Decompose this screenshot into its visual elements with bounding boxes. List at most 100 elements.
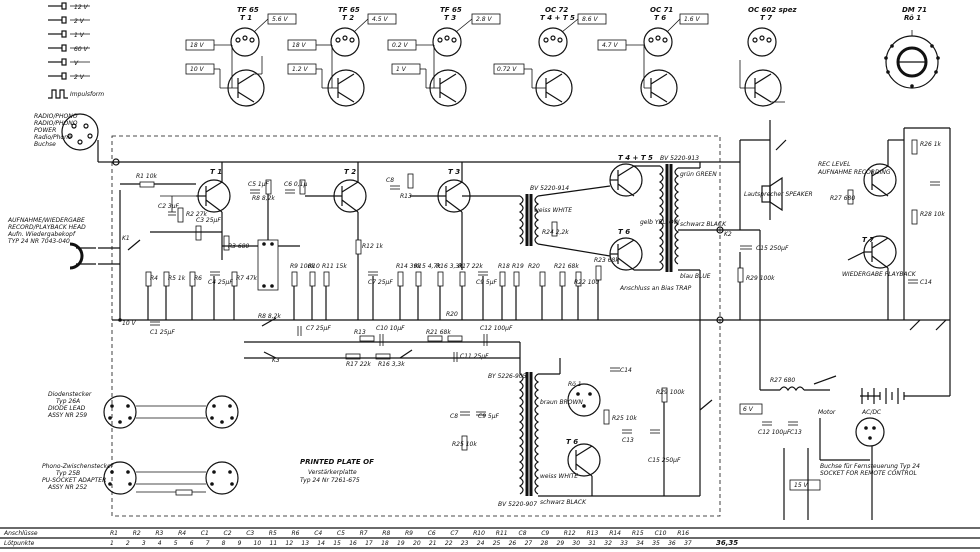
svg-text:R29 100k: R29 100k [656, 389, 685, 396]
footer-number: 5 [174, 540, 178, 547]
main-rails [97, 120, 950, 324]
svg-text:10 V: 10 V [122, 320, 137, 327]
footer-ref: C6 [428, 530, 436, 537]
footer-number: 32 [604, 540, 612, 547]
footer-ref: C5 [337, 530, 345, 537]
speaker-section: Lautsprecher SPEAKER C15 250µF R29 100k … [724, 139, 813, 320]
pulse-label: Impulsform [70, 91, 104, 98]
footer-number: 3 [142, 540, 146, 547]
legend-voltage-1: 12 V [74, 4, 89, 11]
footer-ref: R5 [269, 530, 277, 537]
svg-text:R16 3,3k: R16 3,3k [378, 361, 405, 368]
svg-text:R27 680: R27 680 [830, 195, 855, 202]
footer-number: 6 [190, 540, 194, 547]
svg-text:R1 10k: R1 10k [136, 173, 158, 180]
svg-text:1.2 V: 1.2 V [292, 66, 308, 73]
footer-ref: C10 [655, 530, 667, 537]
svg-text:T 7: T 7 [862, 236, 874, 244]
svg-text:C8: C8 [450, 413, 458, 420]
svg-text:0.72 V: 0.72 V [497, 66, 517, 73]
svg-text:Aufn. Wiedergabekopf: Aufn. Wiedergabekopf [7, 231, 76, 238]
svg-text:R12 1k: R12 1k [362, 243, 384, 250]
svg-text:R13: R13 [400, 193, 412, 200]
svg-text:K1: K1 [122, 235, 130, 242]
svg-text:R25 10k: R25 10k [452, 441, 477, 448]
svg-text:C12 100µF: C12 100µF [758, 429, 791, 436]
legend-voltage-6: 2 V [74, 74, 85, 81]
legend-symbol: V [48, 58, 90, 67]
footer-ref: C2 [224, 530, 232, 537]
svg-text:R24 2,2k: R24 2,2k [542, 229, 569, 236]
voltage-legend: 12 V 2 V 1 V 60 V V 2 V Imp [48, 2, 104, 99]
transistor-pinout-6: OC 602 spez T 7 [739, 6, 797, 107]
transistor-type: TF 65 [338, 6, 360, 14]
footer-ref: C4 [314, 530, 322, 537]
footer-ref: R1 [110, 530, 118, 537]
record-playback-head: AUFNAHME/WIEDERGABE RECORD/PLAYBACK HEAD… [7, 217, 96, 270]
svg-text:schwarz BLACK: schwarz BLACK [680, 221, 727, 228]
svg-text:R21 68k: R21 68k [426, 329, 451, 336]
svg-text:18 V: 18 V [190, 42, 205, 49]
footer-number: 33 [620, 540, 628, 547]
svg-text:15 V: 15 V [794, 482, 809, 489]
svg-text:C9 5µF: C9 5µF [478, 413, 500, 420]
svg-text:BY 5226-905: BY 5226-905 [488, 373, 527, 380]
footer-number: 26 [509, 540, 517, 547]
svg-text:SOCKET FOR REMOTE CONTROL: SOCKET FOR REMOTE CONTROL [820, 470, 917, 477]
footer-number: 15 [333, 540, 341, 547]
svg-text:T 2: T 2 [344, 168, 356, 176]
footer-ref: R16 [677, 530, 689, 537]
footer-number: 2 [126, 540, 130, 547]
svg-text:R21 68k: R21 68k [554, 263, 579, 270]
svg-text:18 V: 18 V [292, 42, 307, 49]
legend-symbol: 12 V [48, 2, 90, 11]
footer-ref: R4 [178, 530, 186, 537]
svg-text:5.6 V: 5.6 V [272, 16, 288, 23]
svg-text:C6 0,1µ: C6 0,1µ [284, 181, 307, 188]
svg-text:R17 22k: R17 22k [346, 361, 371, 368]
legend-voltage-2: 2 V [74, 18, 85, 25]
transistor-type: TF 65 [440, 6, 462, 14]
svg-text:R20: R20 [446, 311, 458, 318]
svg-text:gelb YELLOW: gelb YELLOW [640, 219, 681, 226]
footer-number: 25 [493, 540, 501, 547]
footer-right-code: 36,35 [716, 539, 738, 547]
svg-text:C1 25µF: C1 25µF [150, 329, 175, 336]
footer-label: Anschlüsse [3, 530, 38, 537]
footer-number: 7 [206, 540, 210, 547]
svg-text:1.6 V: 1.6 V [684, 16, 700, 23]
footer-ref: R7 [360, 530, 368, 537]
transistor-pinout-4: OC 72 T 4 + T 5 8.6 V 0.72 V [493, 6, 607, 107]
svg-text:1 V: 1 V [396, 66, 407, 73]
svg-text:Verstärkerplatte: Verstärkerplatte [308, 469, 357, 476]
svg-text:4.5 V: 4.5 V [372, 16, 388, 23]
svg-text:Anschluss an Bias TRAP: Anschluss an Bias TRAP [619, 285, 692, 292]
svg-text:R22 100: R22 100 [574, 279, 599, 286]
svg-text:6 V: 6 V [743, 406, 754, 413]
svg-text:RADIO/PHONO: RADIO/PHONO [34, 113, 78, 120]
t5-label: T 6 [618, 228, 630, 236]
svg-text:C14: C14 [920, 279, 932, 286]
footer-ref: R8 [382, 530, 390, 537]
pulse-symbol: Impulsform [48, 89, 104, 99]
footer-number: 30 [572, 540, 580, 547]
footer-ref: C1 [201, 530, 209, 537]
footer-number: 22 [445, 540, 453, 547]
transistor-name: T 7 [760, 14, 772, 22]
svg-text:T 6: T 6 [566, 438, 578, 446]
svg-text:R20: R20 [528, 263, 540, 270]
footer-number: 35 [652, 540, 660, 547]
svg-text:RECORD/PLAYBACK HEAD: RECORD/PLAYBACK HEAD [8, 224, 86, 231]
svg-text:C5 1µF: C5 1µF [248, 181, 270, 188]
svg-text:TYP 24 NR 7043-040: TYP 24 NR 7043-040 [8, 238, 70, 245]
footer-ref: R2 [133, 530, 141, 537]
phono-adapter: Phono-Zwischenstecker Typ 25B PU-SOCKET … [42, 461, 239, 496]
footer-number: 21 [429, 540, 437, 547]
footer-number: 10 [254, 540, 262, 547]
footer-ref: R11 [496, 530, 508, 537]
transistor-type: TF 65 [237, 6, 259, 14]
footer-ref: R6 [292, 530, 300, 537]
svg-text:R8 8,2k: R8 8,2k [258, 313, 281, 320]
